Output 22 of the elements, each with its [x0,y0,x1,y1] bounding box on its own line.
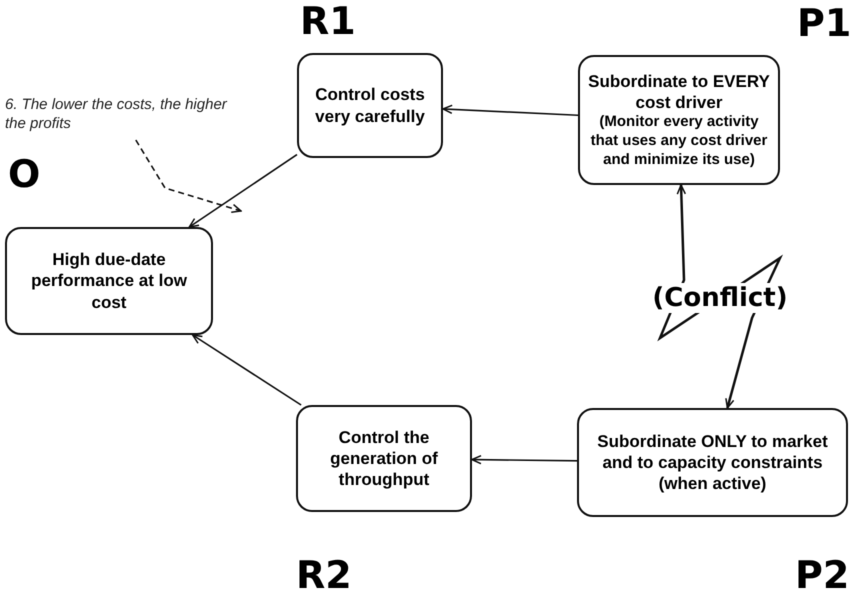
body-text: (Monitor every activity that uses any cost driver and minimize its use) [590,113,768,170]
arrow [442,104,578,116]
arrow [192,334,302,406]
process-box [5,227,213,335]
node-tag: R2 [296,556,352,594]
node-tag: R1 [300,2,356,40]
box-text: Subordinate to EVERY cost driver [587,70,771,114]
box-text: Subordinate ONLY to market and to capacity constraints (when active) [596,430,829,494]
process-box [578,55,780,185]
process-box [577,408,848,517]
process-box [297,53,443,158]
annotation-text: 6. The lower the costs, the higher the profits [5,94,228,134]
box-text: Control costs very carefully [314,84,426,127]
node-tag: P1 [797,4,852,42]
leader-line [135,140,242,213]
arrow [188,154,298,228]
box-text: Control the generation of throughput [329,426,439,490]
arrow [471,454,578,464]
node-tag: P2 [795,556,850,594]
process-box [296,405,472,512]
node-tag: O [8,155,40,193]
box-text: High due-date performance at low cost [30,249,188,313]
